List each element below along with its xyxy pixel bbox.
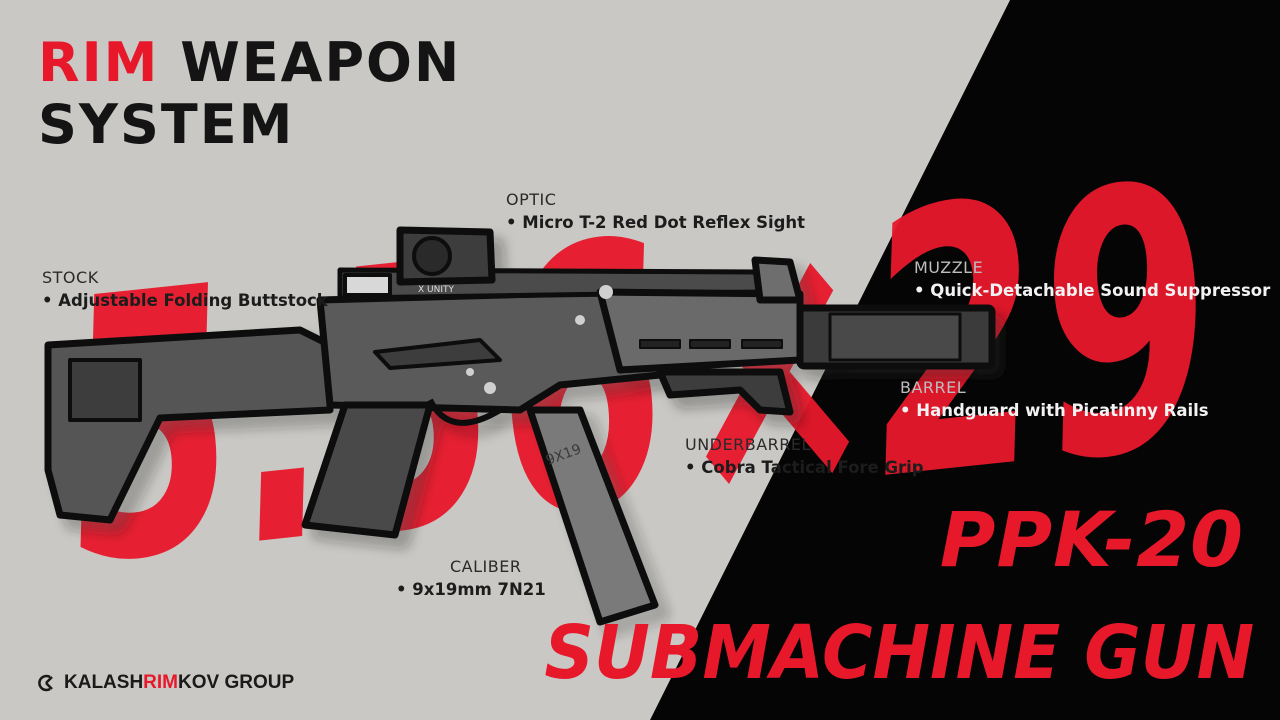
callout-optic: OPTIC • Micro T-2 Red Dot Reflex Sight bbox=[506, 190, 805, 232]
callout-muzzle-category: MUZZLE bbox=[914, 258, 984, 277]
callout-barrel-value: • Handguard with Picatinny Rails bbox=[900, 401, 1209, 420]
model-name: PPK-20 bbox=[939, 495, 1244, 584]
pistol-grip bbox=[301, 401, 434, 539]
callout-stock: STOCK • Adjustable Folding Buttstock bbox=[42, 268, 328, 310]
callout-caliber-category: CALIBER bbox=[450, 557, 522, 576]
title-line2: SYSTEM bbox=[38, 93, 295, 156]
brand-suffix: KOV GROUP bbox=[178, 672, 295, 693]
system-title: RIM WEAPON SYSTEM bbox=[38, 32, 461, 156]
callout-stock-value: • Adjustable Folding Buttstock bbox=[42, 291, 328, 310]
callout-muzzle: MUZZLE • Quick-Detachable Sound Suppress… bbox=[914, 258, 1270, 300]
callout-stock-category: STOCK bbox=[42, 268, 99, 287]
callout-underbarrel: UNDERBARREL • Cobra Tactical Fore Grip bbox=[685, 435, 924, 477]
brand-logo: KALASHRIMKOV GROUP bbox=[36, 672, 294, 694]
magazine bbox=[526, 406, 659, 626]
optic-marking: X UNITY bbox=[418, 285, 454, 295]
title-accent: RIM bbox=[38, 31, 160, 94]
brand-prefix: KALASH bbox=[64, 672, 144, 693]
brand-name: KALASHRIMKOV GROUP bbox=[64, 672, 294, 694]
title-line1: WEAPON bbox=[159, 31, 462, 94]
callout-caliber-value: • 9x19mm 7N21 bbox=[396, 580, 546, 599]
callout-barrel-category: BARREL bbox=[900, 378, 967, 397]
model-type: SUBMACHINE GUN bbox=[544, 610, 1254, 696]
brand-accent: RIM bbox=[143, 672, 178, 693]
callout-barrel: BARREL • Handguard with Picatinny Rails bbox=[900, 378, 1209, 420]
fore-grip bbox=[656, 368, 794, 416]
callout-caliber: CALIBER • 9x19mm 7N21 bbox=[396, 557, 546, 599]
callout-optic-category: OPTIC bbox=[506, 190, 557, 209]
callout-optic-value: • Micro T-2 Red Dot Reflex Sight bbox=[506, 213, 806, 232]
brand-logo-icon bbox=[38, 674, 53, 692]
callout-underbarrel-value: • Cobra Tactical Fore Grip bbox=[685, 458, 924, 477]
callout-underbarrel-category: UNDERBARREL bbox=[685, 435, 811, 454]
callout-muzzle-value: • Quick-Detachable Sound Suppressor bbox=[914, 281, 1271, 300]
handguard bbox=[596, 288, 804, 374]
